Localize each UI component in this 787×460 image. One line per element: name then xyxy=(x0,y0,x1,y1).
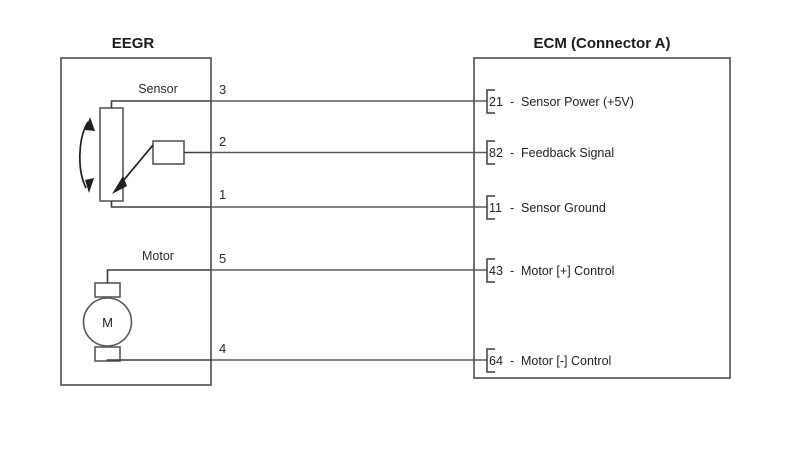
ecm-pin-11: 11 - Sensor Ground xyxy=(486,195,606,220)
potentiometer-wiper-box xyxy=(152,140,185,165)
sensor-group-label: Sensor xyxy=(138,82,178,96)
ecm-pin-82-description: Feedback Signal xyxy=(521,146,614,160)
rotation-arrow xyxy=(78,117,95,193)
ecm-pin-82: 82 - Feedback Signal xyxy=(486,140,614,165)
motor-group-label: Motor xyxy=(142,249,174,263)
ecm-pin-64-number: 64 xyxy=(489,354,503,368)
ecm-pin-64-separator: - xyxy=(510,354,514,368)
sensor-top-lead xyxy=(110,100,211,108)
ecm-pin-21: 21 - Sensor Power (+5V) xyxy=(486,89,634,114)
eegr-pin-4-number: 4 xyxy=(219,341,226,356)
motor-circle xyxy=(82,297,133,347)
potentiometer-wiper-arrow xyxy=(112,144,154,194)
eegr-pin-5-number: 5 xyxy=(219,251,226,266)
motor-bottom-brush xyxy=(94,346,121,362)
eegr-pin-2-number: 2 xyxy=(219,134,226,149)
motor-top-brush xyxy=(94,282,121,298)
ecm-pin-11-description: Sensor Ground xyxy=(521,201,606,215)
ecm-pin-43-number: 43 xyxy=(489,264,503,278)
eegr-module-box xyxy=(60,57,212,386)
ecm-pin-43: 43 - Motor [+] Control xyxy=(486,258,614,283)
eegr-pin-1-number: 1 xyxy=(219,187,226,202)
right-module-title: ECM (Connector A) xyxy=(534,35,671,52)
ecm-pin-82-separator: - xyxy=(510,146,514,160)
ecm-pin-11-separator: - xyxy=(510,201,514,215)
eegr-pin-3-number: 3 xyxy=(219,82,226,97)
ecm-pin-82-number: 82 xyxy=(489,146,503,160)
ecm-pin-21-description: Sensor Power (+5V) xyxy=(521,95,634,109)
ecm-pin-11-number: 11 xyxy=(489,201,502,215)
motor-bottom-lead xyxy=(106,359,211,361)
motor-symbol-letter: M xyxy=(102,315,113,330)
ecm-pin-43-separator: - xyxy=(510,264,514,278)
ecm-pin-21-separator: - xyxy=(510,95,514,109)
ecm-pin-64-description: Motor [-] Control xyxy=(521,354,611,368)
left-module-title: EEGR xyxy=(112,35,155,52)
sensor-bottom-lead xyxy=(110,201,211,208)
motor-top-lead xyxy=(106,269,211,283)
ecm-pin-21-number: 21 xyxy=(489,95,503,109)
ecm-module-box xyxy=(473,57,731,379)
ecm-pin-64: 64 - Motor [-] Control xyxy=(486,348,611,373)
ecm-pin-43-description: Motor [+] Control xyxy=(521,264,614,278)
